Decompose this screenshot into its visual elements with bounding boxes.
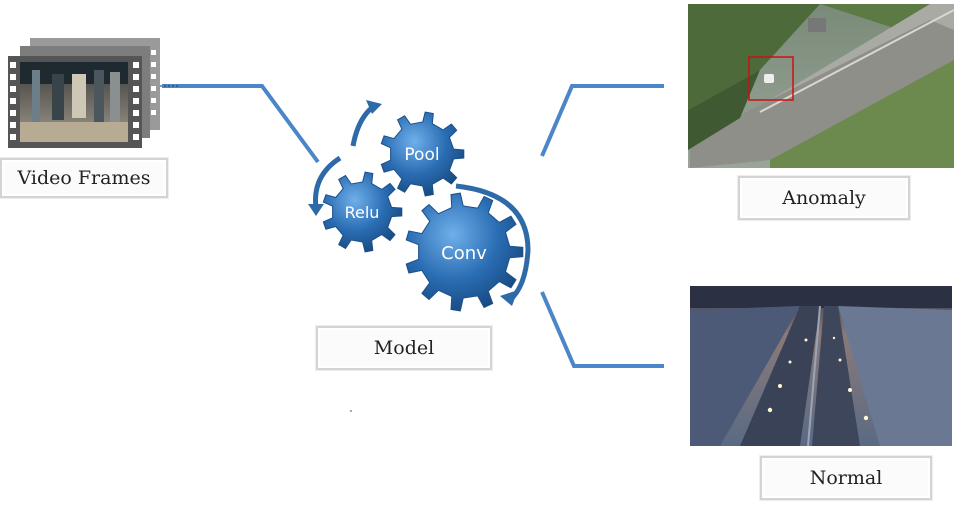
connector-model-to-anomaly xyxy=(540,84,664,157)
normal-image xyxy=(690,286,952,447)
anomaly-bounding-box xyxy=(748,56,794,101)
video-frames-image xyxy=(8,38,160,148)
arrowhead-pool xyxy=(366,100,382,114)
connector-input-to-model xyxy=(162,84,320,164)
model-label: Model xyxy=(316,326,492,370)
normal-label-text: Normal xyxy=(809,467,883,489)
connector-model-to-normal xyxy=(540,291,664,368)
arrow-heads xyxy=(308,100,518,306)
anomaly-image xyxy=(688,4,955,168)
normal-label: Normal xyxy=(760,456,932,500)
video-frames-label-text: Video Frames xyxy=(17,167,151,189)
gear-relu: Relu xyxy=(322,171,403,253)
arrow-conv-curve xyxy=(455,183,531,302)
gear-pool-label: Pool xyxy=(404,145,439,165)
gear-relu-label: Relu xyxy=(345,203,380,222)
video-frames-label: Video Frames xyxy=(0,158,168,198)
anomaly-label-text: Anomaly xyxy=(782,187,866,209)
model-label-text: Model xyxy=(373,337,435,359)
gear-conv-label: Conv xyxy=(441,243,487,264)
arrow-pool-curve xyxy=(350,104,376,147)
connectors xyxy=(162,84,664,368)
anomaly-label: Anomaly xyxy=(738,176,910,220)
gear-pool: Pool xyxy=(380,111,465,197)
arrowhead-conv xyxy=(500,290,518,306)
arrowhead-relu xyxy=(308,204,324,216)
gear-conv: Conv xyxy=(405,192,524,312)
arrow-relu-curve xyxy=(313,155,342,209)
